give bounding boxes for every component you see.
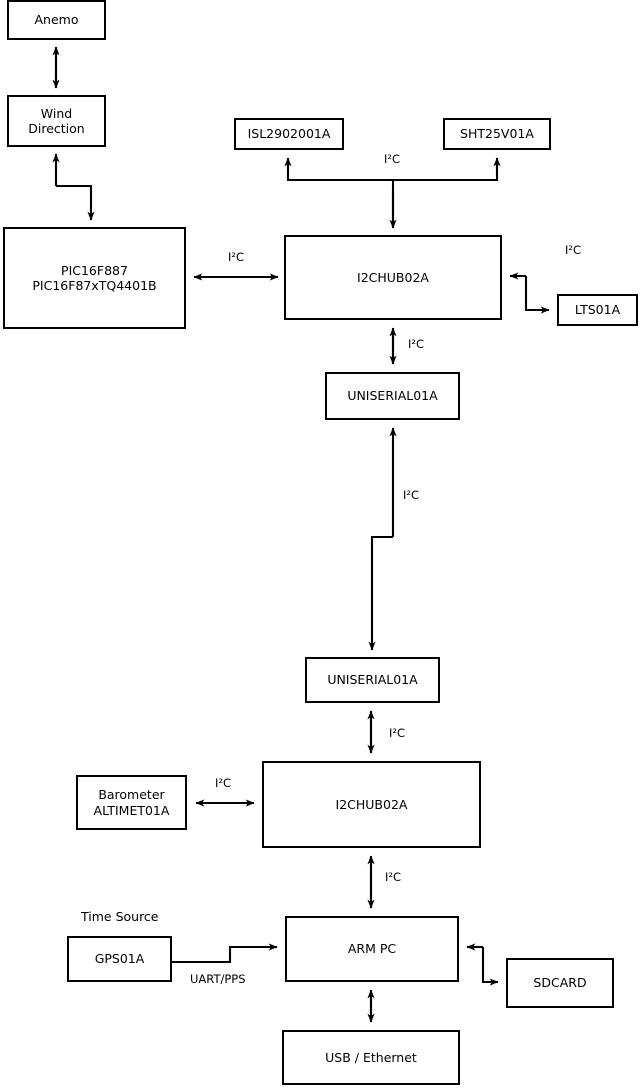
wire-label-i2c-uniserial-link: I²C <box>403 488 420 502</box>
node-barometer-altimet01a[interactable]: Barometer ALTIMET01A <box>76 775 187 830</box>
node-i2chub02a-top[interactable]: I2CHUB02A <box>284 235 502 320</box>
node-pic-microcontroller[interactable]: PIC16F887 PIC16F87xTQ4401B <box>3 227 186 329</box>
node-lts01a[interactable]: LTS01A <box>557 294 638 326</box>
wire-label-i2c-pic-hub: I²C <box>228 250 245 264</box>
node-gps01a[interactable]: GPS01A <box>67 936 172 982</box>
node-wind-direction[interactable]: Wind Direction <box>7 95 106 147</box>
node-uniserial01a-top[interactable]: UNISERIAL01A <box>325 372 460 420</box>
node-anemo[interactable]: Anemo <box>7 0 106 40</box>
connector-gps-arm-pc <box>172 943 278 964</box>
label-time-source: Time Source <box>81 909 159 924</box>
node-usb-ethernet[interactable]: USB / Ethernet <box>282 1030 460 1085</box>
wire-label-i2c-hub-lts: I²C <box>565 243 582 257</box>
node-uniserial01a-bottom[interactable]: UNISERIAL01A <box>305 657 440 703</box>
connector-i2chub-top-lts <box>509 272 550 314</box>
wire-label-i2c-hub-arm: I²C <box>385 870 402 884</box>
connector-uniserial-1-uniserial-2 <box>368 427 397 651</box>
node-i2chub02a-bottom[interactable]: I2CHUB02A <box>262 761 481 848</box>
wire-label-i2c-hub-uniserial: I²C <box>408 337 425 351</box>
node-arm-pc[interactable]: ARM PC <box>285 916 459 982</box>
wire-label-i2c-barometer-hub: I²C <box>215 776 232 790</box>
node-sht25v01a[interactable]: SHT25V01A <box>443 118 551 150</box>
node-isl2902001a[interactable]: ISL2902001A <box>234 118 344 150</box>
connector-wind-direction-pic <box>52 153 95 221</box>
node-sdcard[interactable]: SDCARD <box>506 958 614 1008</box>
connector-arm-pc-sdcard <box>466 943 499 986</box>
wire-label-uart-pps: UART/PPS <box>190 972 246 986</box>
connector-i2chub-top-sensors-bus <box>284 157 501 229</box>
wire-label-i2c-sensors-hub: I²C <box>384 152 401 166</box>
wire-label-i2c-uniserial2-hub: I²C <box>389 726 406 740</box>
